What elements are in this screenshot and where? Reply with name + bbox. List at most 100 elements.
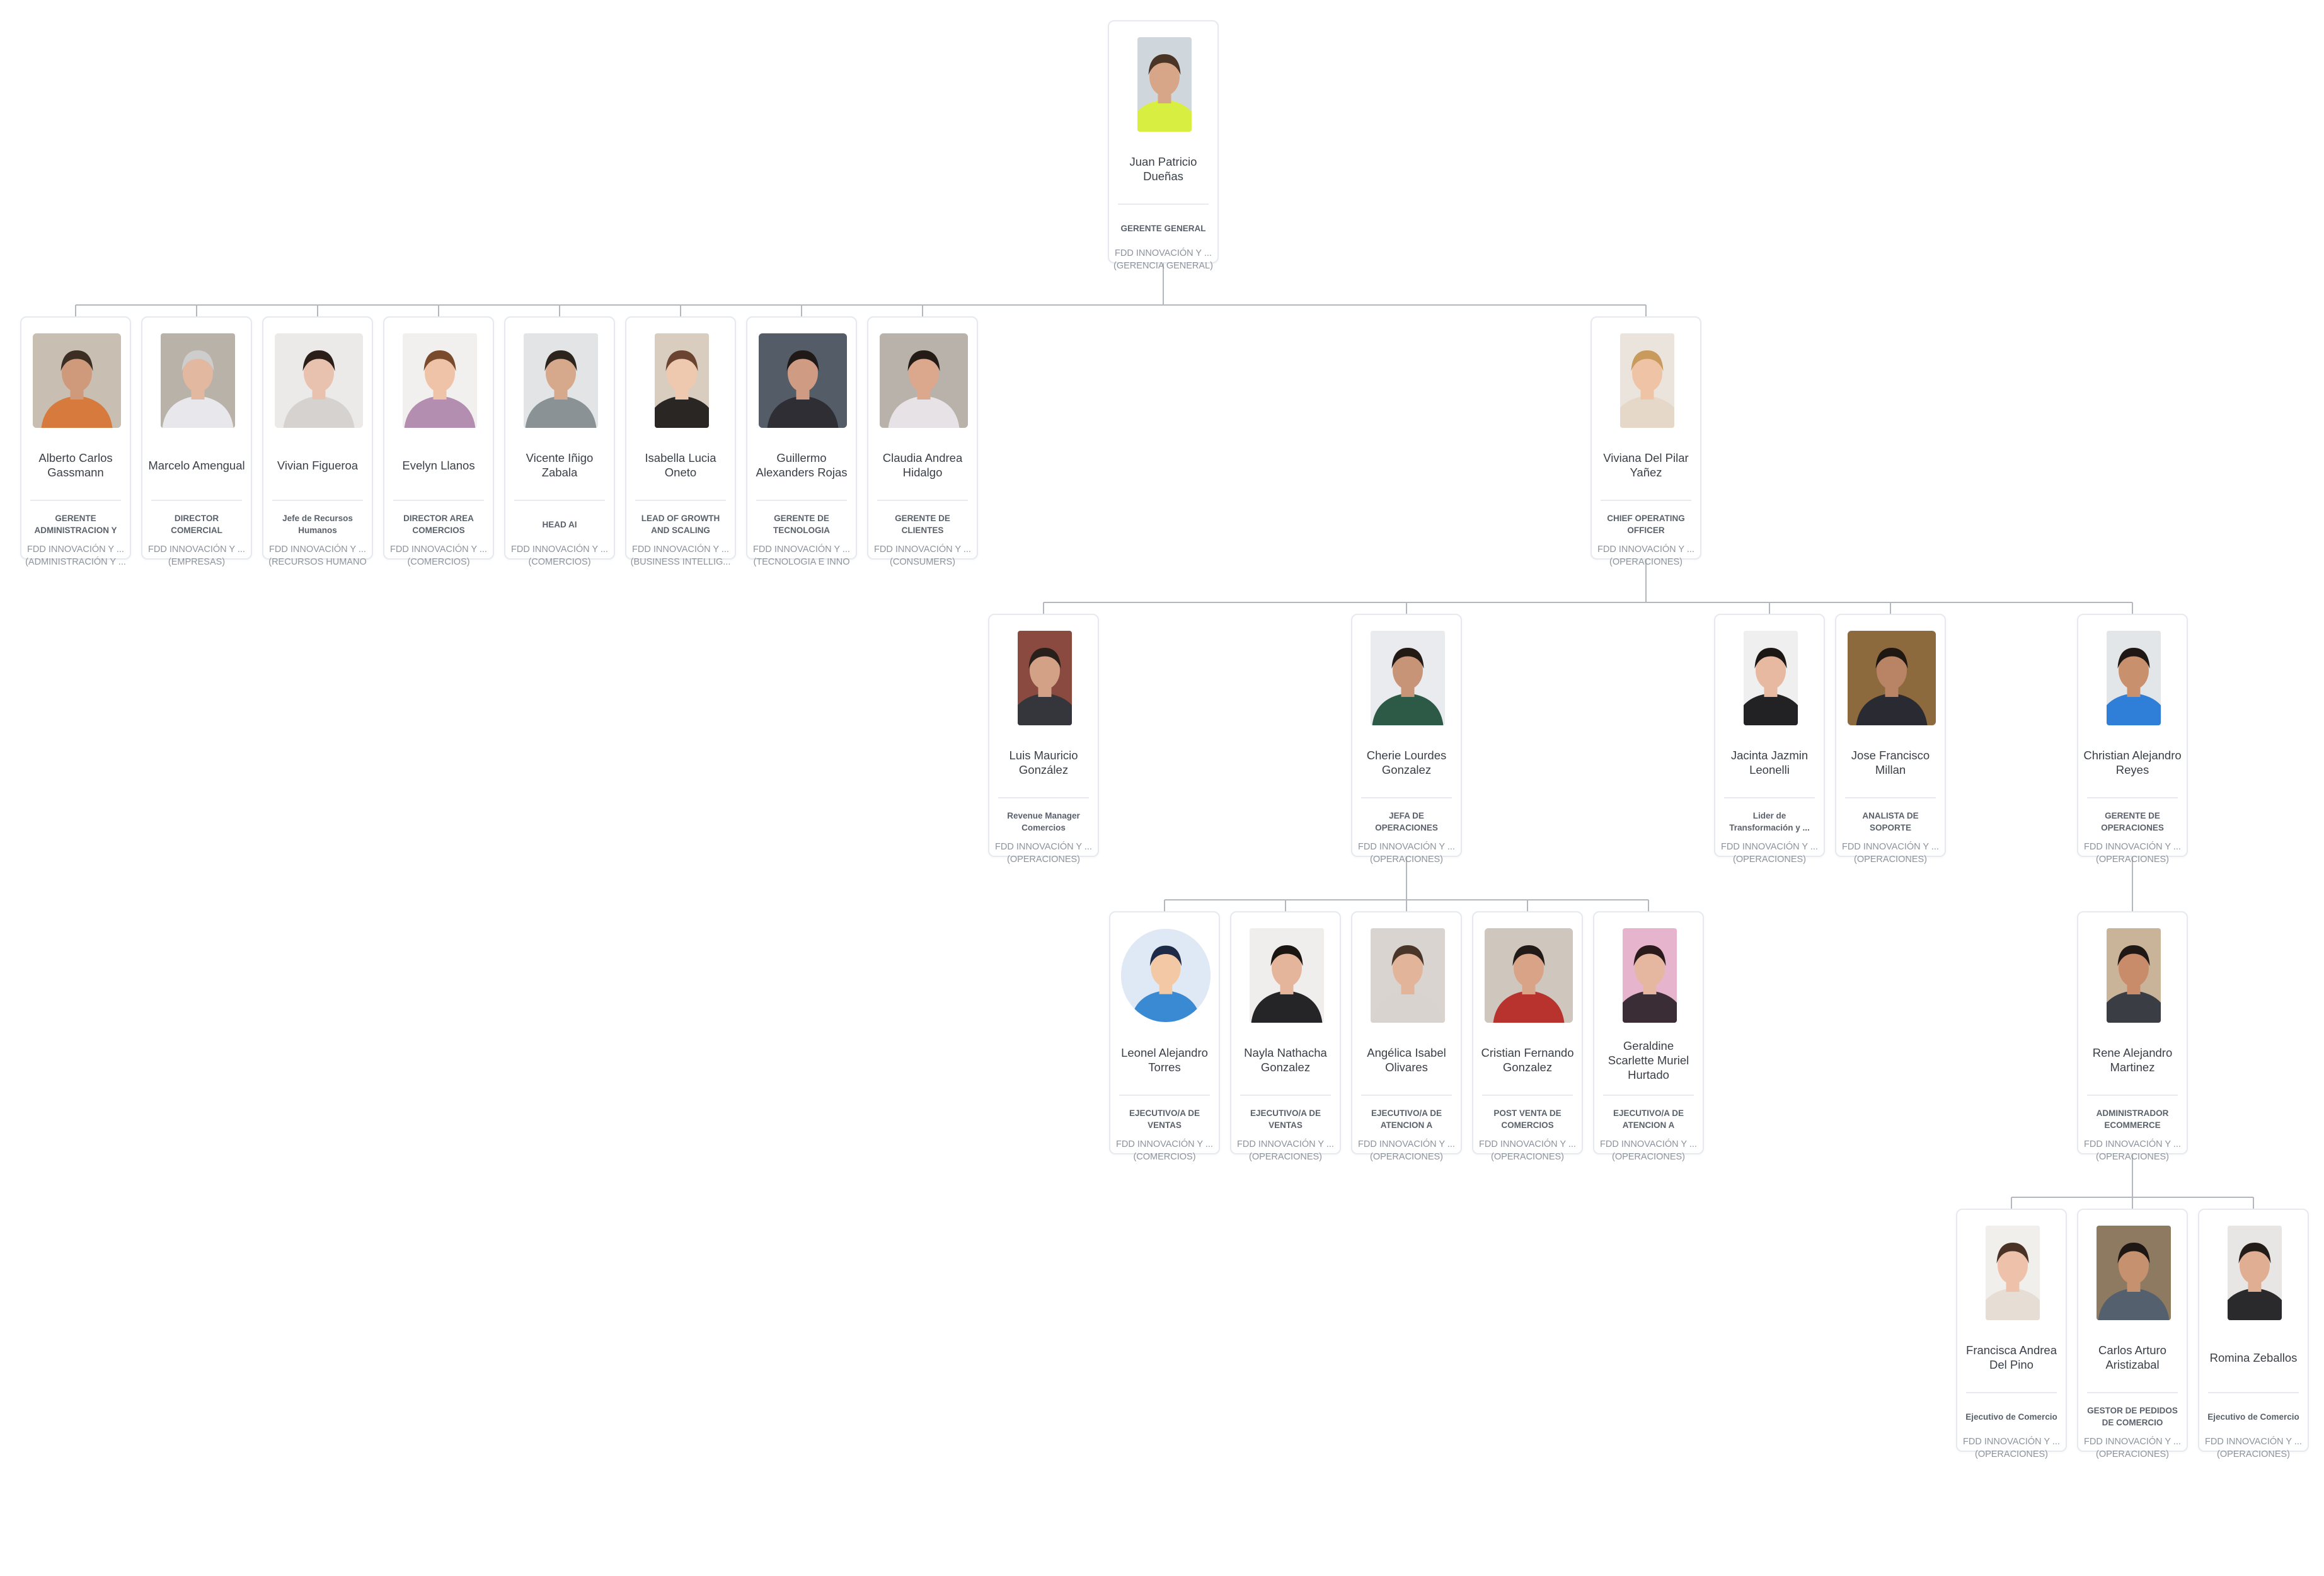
department-name: (OPERACIONES) xyxy=(1609,557,1683,567)
job-title: Ejecutivo de Comercio xyxy=(2207,1412,2299,1422)
employee-name: Cristian Fernando Gonzalez xyxy=(1481,1046,1574,1074)
company-name: FDD INNOVACIÓN Y ... xyxy=(1116,1139,1213,1149)
photo-frame xyxy=(637,333,727,429)
company-name: FDD INNOVACIÓN Y ... xyxy=(2205,1437,2302,1447)
job-title: GERENTE ADMINISTRACION Y xyxy=(34,514,117,535)
avatar xyxy=(33,333,121,428)
company-name: FDD INNOVACIÓN Y ... xyxy=(1115,248,1212,258)
card-divider xyxy=(2087,797,2178,798)
photo-frame xyxy=(516,333,606,429)
photo-frame xyxy=(2089,630,2178,726)
card-divider xyxy=(1601,500,1691,501)
department-name: (COMERCIOS) xyxy=(528,557,591,567)
company-name: FDD INNOVACIÓN Y ... xyxy=(1842,842,1939,852)
job-title: GERENTE DE CLIENTES xyxy=(895,514,950,535)
card-divider xyxy=(2087,1095,2178,1096)
job-title: GERENTE DE OPERACIONES xyxy=(2101,811,2164,832)
job-title: EJECUTIVO/A DE ATENCION A xyxy=(1613,1108,1684,1130)
photo-frame xyxy=(2089,1225,2178,1321)
employee-name: Nayla Nathacha Gonzalez xyxy=(1244,1046,1327,1074)
job-title: HEAD AI xyxy=(542,519,577,529)
company-name: FDD INNOVACIÓN Y ... xyxy=(511,544,608,555)
department-name: (OPERACIONES) xyxy=(1611,1152,1685,1162)
job-title: JEFA DE OPERACIONES xyxy=(1375,811,1438,832)
job-title: LEAD OF GROWTH AND SCALING xyxy=(641,514,720,535)
photo-frame xyxy=(1968,1225,2057,1321)
avatar xyxy=(2097,1226,2171,1320)
company-name: FDD INNOVACIÓN Y ... xyxy=(2084,842,2181,852)
card-divider xyxy=(393,500,484,501)
card-divider xyxy=(1482,1095,1573,1096)
job-title: ADMINISTRADOR ECOMMERCE xyxy=(2096,1108,2169,1130)
employee-name: Vicente Iñigo Zabala xyxy=(526,451,594,479)
card-divider xyxy=(635,500,726,501)
employee-name: Viviana Del Pilar Yañez xyxy=(1603,451,1689,479)
avatar xyxy=(1121,929,1211,1022)
company-name: FDD INNOVACIÓN Y ... xyxy=(1597,544,1694,555)
card-divider xyxy=(1240,1095,1331,1096)
employee-name: Cherie Lourdes Gonzalez xyxy=(1366,749,1447,776)
card-divider xyxy=(272,500,363,501)
department-name: (OPERACIONES) xyxy=(1732,854,1806,865)
company-name: FDD INNOVACIÓN Y ... xyxy=(1358,1139,1455,1149)
employee-name: Marcelo Amengual xyxy=(148,458,245,472)
department-name: (OPERACIONES) xyxy=(1369,854,1443,865)
photo-frame xyxy=(32,333,122,429)
photo-frame xyxy=(1121,928,1211,1023)
department-name: (COMERCIOS) xyxy=(407,557,470,567)
card-divider xyxy=(1361,1095,1452,1096)
employee-name: Geraldine Scarlette Muriel Hurtado xyxy=(1608,1038,1689,1081)
employee-name: Angélica Isabel Olivares xyxy=(1367,1046,1446,1074)
department-name: (OPERACIONES) xyxy=(1369,1152,1443,1162)
employee-name: Luis Mauricio González xyxy=(1009,749,1078,776)
avatar xyxy=(1018,631,1072,725)
card-divider xyxy=(877,500,968,501)
job-title: CHIEF OPERATING OFFICER xyxy=(1607,514,1685,535)
employee-name: Isabella Lucia Oneto xyxy=(645,451,716,479)
card-divider xyxy=(1119,1095,1210,1096)
company-name: FDD INNOVACIÓN Y ... xyxy=(1479,1139,1576,1149)
department-name: (OPERACIONES) xyxy=(1853,854,1927,865)
company-name: FDD INNOVACIÓN Y ... xyxy=(995,842,1092,852)
company-name: FDD INNOVACIÓN Y ... xyxy=(269,544,366,555)
photo-frame xyxy=(1847,630,1936,726)
avatar xyxy=(1986,1226,2040,1320)
card-divider xyxy=(756,500,847,501)
company-name: FDD INNOVACIÓN Y ... xyxy=(148,544,245,555)
employee-name: Alberto Carlos Gassmann xyxy=(38,451,113,479)
avatar xyxy=(880,333,968,428)
card-divider xyxy=(998,797,1089,798)
avatar xyxy=(1250,928,1324,1023)
job-title: EJECUTIVO/A DE VENTAS xyxy=(1250,1108,1321,1130)
company-name: FDD INNOVACIÓN Y ... xyxy=(1963,1437,2060,1447)
job-title: Lider de Transformación y ... xyxy=(1729,811,1810,832)
department-name: (EMPRESAS) xyxy=(168,557,226,567)
employee-name: Jacinta Jazmin Leonelli xyxy=(1730,749,1809,776)
